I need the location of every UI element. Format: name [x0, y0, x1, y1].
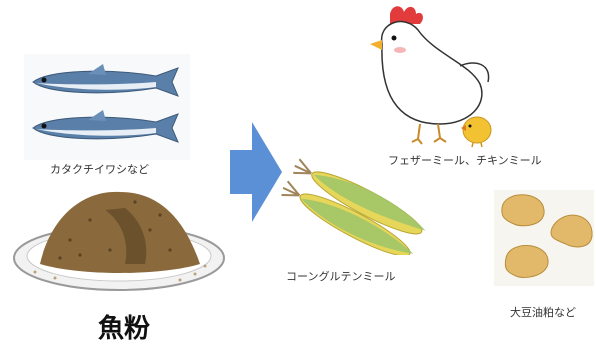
arrow-right-icon — [230, 122, 282, 222]
corn-gluten-label: コーングルテンミール — [286, 270, 396, 283]
fishmeal-plate — [10, 180, 228, 295]
chick — [455, 108, 499, 148]
chicken-group — [360, 4, 510, 154]
sardine-group — [22, 52, 192, 162]
sardine-label: カタクチイワシなど — [50, 163, 149, 176]
flow-arrow — [230, 122, 282, 222]
soybean-group — [492, 188, 596, 288]
feather-chicken-label: フェザーミール、チキンミール — [388, 154, 542, 167]
corn-group — [280, 155, 445, 255]
chick-icon — [461, 116, 492, 148]
corn-icon — [281, 158, 426, 255]
fishmeal-plate-icon — [13, 191, 225, 291]
sardine-icon — [24, 54, 190, 160]
chicken-icon — [370, 6, 490, 145]
fishmeal-label: 魚粉 — [98, 314, 151, 344]
soybean-label: 大豆油粕など — [510, 306, 576, 319]
soybean-icon — [494, 190, 594, 286]
